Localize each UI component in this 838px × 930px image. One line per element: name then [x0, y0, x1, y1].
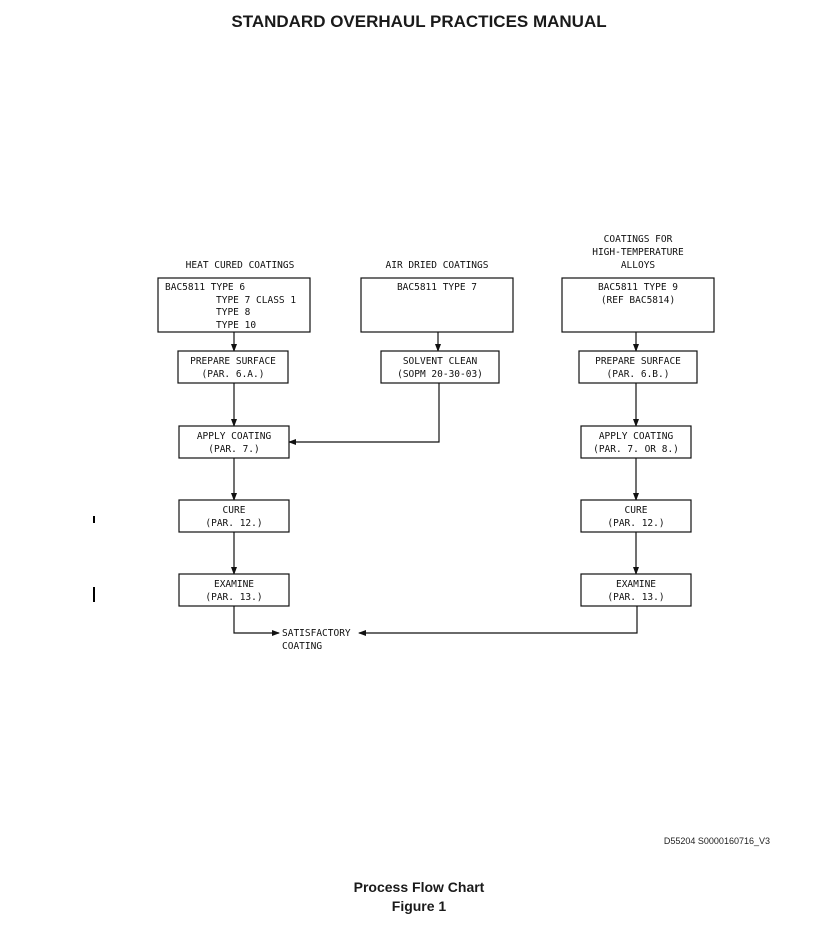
box-left-apply — [178, 425, 290, 459]
box-right-spec — [561, 277, 715, 333]
change-bar-2 — [93, 587, 95, 602]
right-cure-line1: CURE — [625, 505, 648, 516]
left-prepare-line2: (PAR. 6.A.) — [202, 369, 265, 380]
left-apply-line2: (PAR. 7.) — [208, 444, 259, 455]
box-mid-solvent — [380, 350, 500, 384]
heading-high-temp-line3: ALLOYS — [621, 260, 656, 271]
heading-high-temp-line1: COATINGS FOR — [604, 234, 673, 245]
box-right-prepare — [578, 350, 698, 384]
mid-solvent-line1: SOLVENT CLEAN — [403, 356, 478, 367]
right-apply-line2: (PAR. 7. OR 8.) — [593, 444, 679, 455]
figure-caption-number: Figure 1 — [391, 898, 447, 914]
mid-spec-line1: BAC5811 TYPE 7 — [397, 282, 477, 293]
box-right-examine — [580, 573, 692, 607]
page-title: STANDARD OVERHAUL PRACTICES MANUAL — [231, 12, 607, 31]
left-spec-line4: TYPE 10 — [216, 320, 256, 331]
left-cure-line2: (PAR. 12.) — [205, 518, 262, 529]
left-examine-line1: EXAMINE — [214, 579, 254, 590]
left-prepare-line1: PREPARE SURFACE — [190, 356, 276, 367]
right-spec-line1: BAC5811 TYPE 9 — [598, 282, 678, 293]
heading-high-temp-line2: HIGH-TEMPERATURE — [592, 247, 684, 258]
left-spec-line3: TYPE 8 — [216, 307, 251, 318]
left-spec-line1: BAC5811 TYPE 6 — [165, 282, 245, 293]
right-examine-line2: (PAR. 13.) — [607, 592, 664, 603]
mid-solvent-line2: (SOPM 20-30-03) — [397, 369, 483, 380]
right-spec-line2: (REF BAC5814) — [601, 295, 675, 306]
figure-id: D55204 S0000160716_V3 — [663, 836, 770, 846]
left-apply-line1: APPLY COATING — [197, 431, 272, 442]
box-right-cure — [580, 499, 692, 533]
right-prepare-line2: (PAR. 6.B.) — [607, 369, 670, 380]
figure-caption-title: Process Flow Chart — [353, 879, 485, 895]
box-left-spec — [157, 277, 311, 333]
right-examine-line1: EXAMINE — [616, 579, 656, 590]
box-left-cure — [178, 499, 290, 533]
right-cure-line2: (PAR. 12.) — [607, 518, 664, 529]
left-spec-line2: TYPE 7 CLASS 1 — [216, 295, 296, 306]
right-apply-line1: APPLY COATING — [599, 431, 674, 442]
box-mid-spec — [360, 277, 514, 333]
left-examine-line2: (PAR. 13.) — [205, 592, 262, 603]
box-left-examine — [178, 573, 290, 607]
heading-air-dried: AIR DRIED COATINGS — [386, 260, 489, 271]
left-cure-line1: CURE — [223, 505, 246, 516]
change-bar-1 — [93, 516, 95, 523]
box-left-prepare — [177, 350, 289, 384]
result-line1: SATISFACTORY — [282, 628, 351, 639]
result-line2: COATING — [282, 641, 322, 652]
right-prepare-line1: PREPARE SURFACE — [595, 356, 681, 367]
heading-heat-cured: HEAT CURED COATINGS — [186, 260, 295, 271]
box-right-apply — [580, 425, 692, 459]
